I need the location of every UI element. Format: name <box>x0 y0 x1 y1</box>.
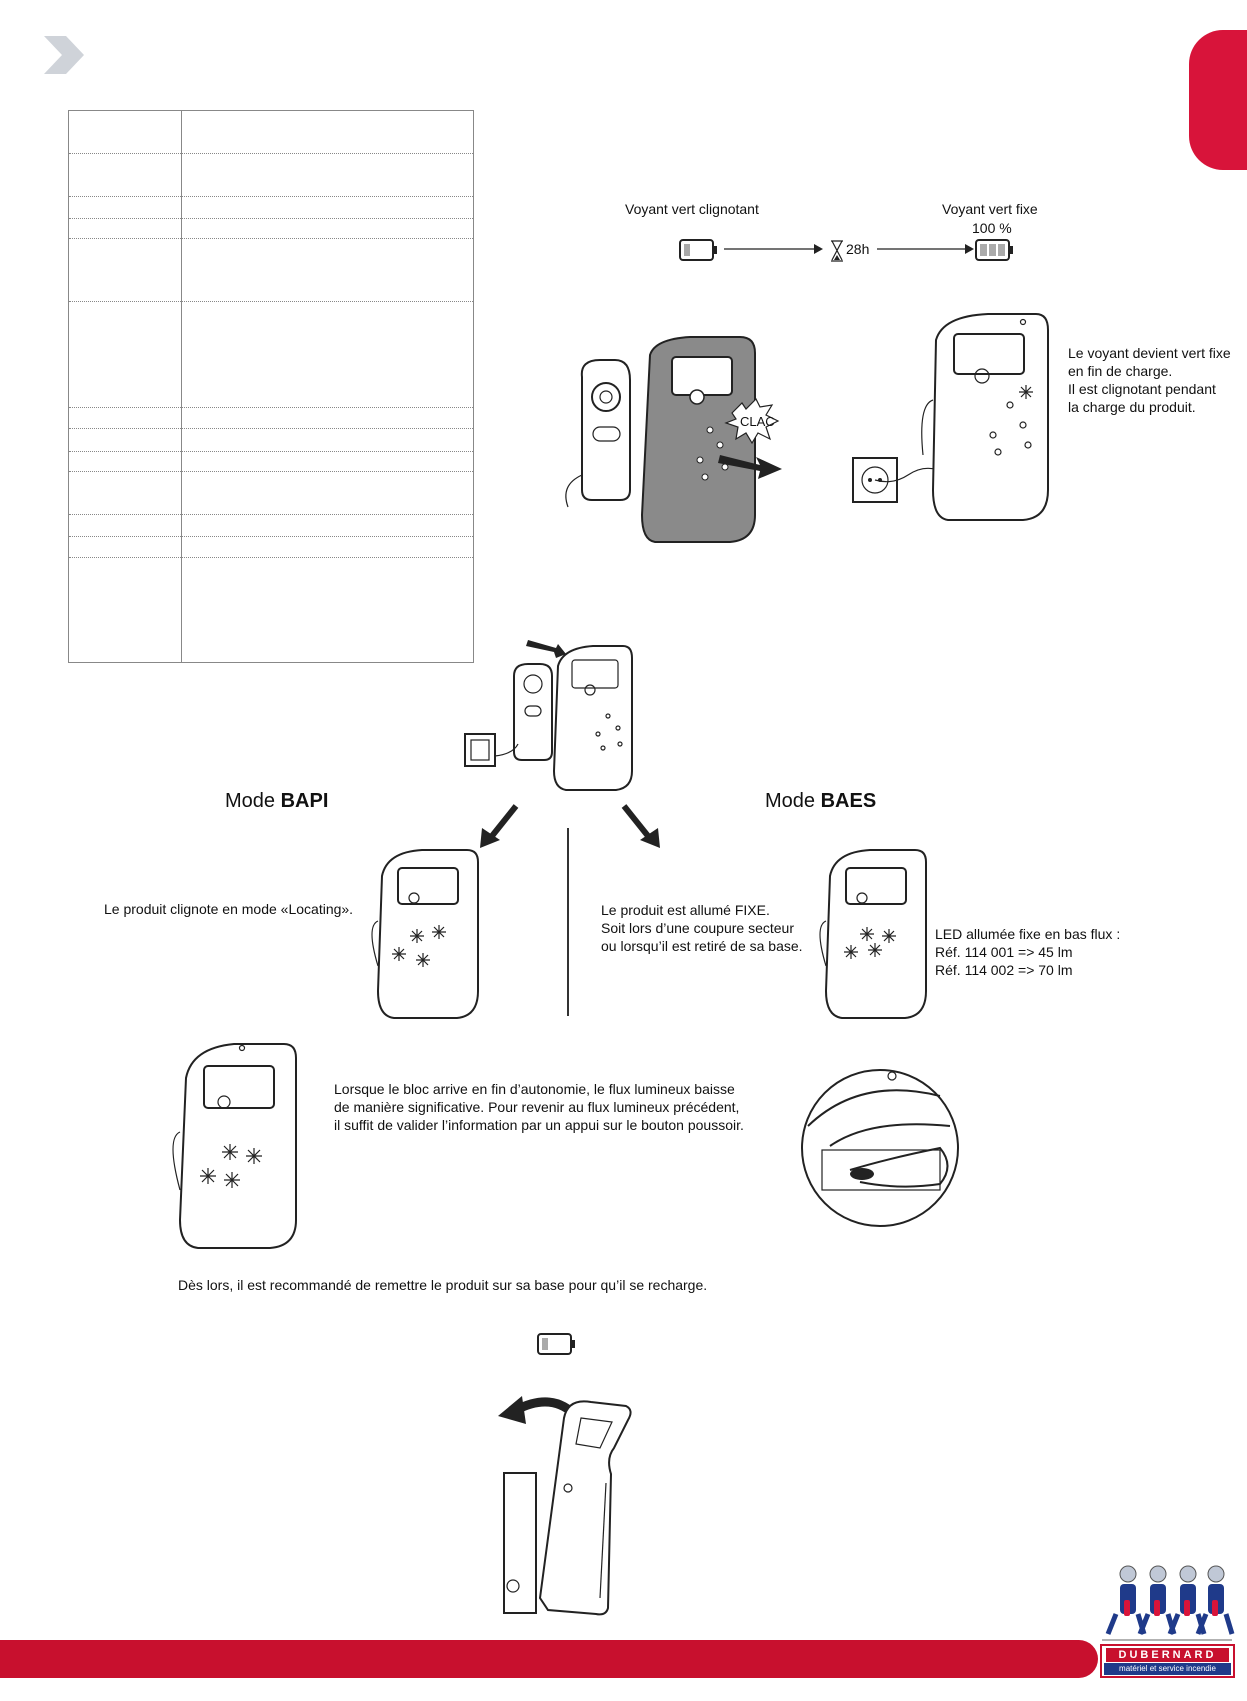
button-press-icon <box>801 1069 959 1227</box>
wall-socket-icon <box>464 733 519 767</box>
footer-bar <box>0 1640 1098 1678</box>
lamp-base-icon <box>513 663 553 761</box>
recharge-recommendation: Dès lors, il est recommandé de remettre … <box>178 1277 708 1293</box>
baes-description: Le produit est allumé FIXE. Soit lors d’… <box>601 902 803 954</box>
battery-low-icon <box>679 239 717 261</box>
mounting-illustration <box>565 336 782 543</box>
autonomy-lamp-illustration <box>172 1043 297 1249</box>
mode-bapi-title: Mode BAPI <box>225 790 329 812</box>
autonomy-description: Lorsque le bloc arrive en fin d’autonomi… <box>334 1081 744 1133</box>
logo-box: DUBERNARD matériel et service incendie <box>1100 1644 1235 1678</box>
spec-table <box>68 110 474 663</box>
mode-divider <box>567 828 569 1016</box>
push-arrow-icon <box>718 455 782 479</box>
charging-note: Le voyant devient vert fixe en fin de ch… <box>1068 345 1231 415</box>
fixed-led-label: Voyant vert fixe <box>942 201 1038 217</box>
lamp-base-icon <box>565 359 631 508</box>
arrow-down-left-icon <box>480 804 519 848</box>
bapi-lamp-illustration <box>371 849 479 1019</box>
charge-percent: 100 % <box>972 220 1012 236</box>
firefighters-logo-icon <box>1102 1565 1235 1641</box>
lamp-unit-icon <box>640 336 756 543</box>
chevron-icon <box>44 36 84 74</box>
mode-baes-title: Mode BAES <box>765 790 877 812</box>
arrow-right-icon <box>724 244 823 254</box>
lamp-unit-icon <box>921 313 1049 521</box>
led-star-icon <box>1019 385 1033 399</box>
wall-socket-icon <box>852 457 939 503</box>
assembled-illustration <box>464 640 633 791</box>
remove-unit-illustration <box>498 1396 632 1616</box>
lamp-unit-icon <box>552 645 633 791</box>
battery-full-icon <box>975 239 1013 261</box>
bapi-description: Le produit clignote en mode «Locating». <box>104 901 354 917</box>
led-description: LED allumée fixe en bas flux : Réf. 114 … <box>935 926 1121 978</box>
logo-tagline: matériel et service incendie <box>1104 1663 1231 1675</box>
battery-low-icon <box>537 1333 575 1355</box>
blinking-led-label: Voyant vert clignotant <box>625 201 759 217</box>
arrow-right-icon <box>877 244 974 254</box>
logo-name: DUBERNARD <box>1106 1648 1229 1662</box>
hourglass-icon <box>831 240 843 262</box>
red-side-tab <box>1189 30 1247 170</box>
push-arrow-icon <box>526 640 566 658</box>
led-star-icon <box>392 925 446 967</box>
charging-illustration <box>852 313 1049 521</box>
led-star-icon <box>844 927 896 959</box>
clac-label: CLAC <box>740 414 775 429</box>
led-star-icon <box>200 1144 262 1188</box>
clac-burst-icon <box>724 397 780 445</box>
charge-duration: 28h <box>846 241 870 257</box>
arrow-down-right-icon <box>621 804 660 848</box>
baes-lamp-illustration <box>819 849 927 1019</box>
